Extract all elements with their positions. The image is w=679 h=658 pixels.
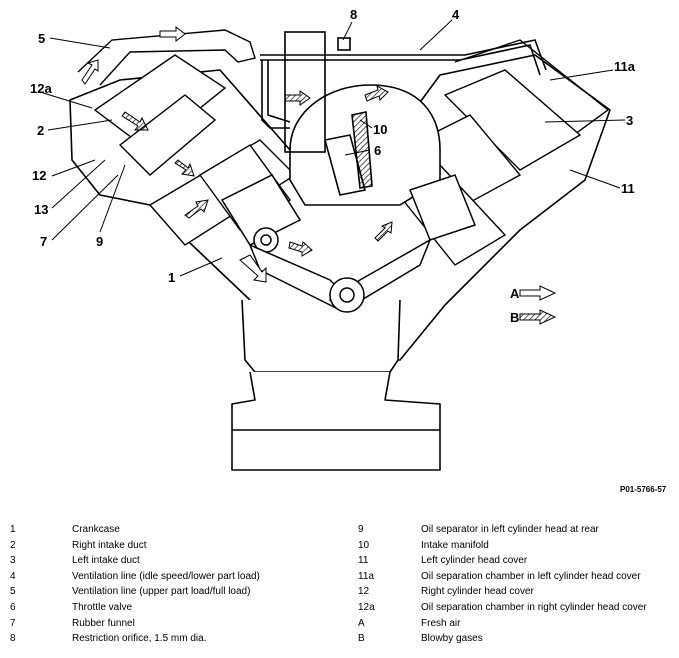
key-row: 2 Right intake duct 10 Intake manifold bbox=[0, 538, 679, 553]
blowby-gas-arrows bbox=[121, 85, 557, 325]
engine-ventilation-diagram: 8 4 5 11a 12a 3 2 10 6 12 11 13 7 9 1 A … bbox=[30, 7, 667, 494]
key-left-text: Throttle valve bbox=[72, 602, 133, 613]
key-right-number: 12 bbox=[358, 586, 370, 598]
key-row: 6 Throttle valve 12a Oil separation chamber… bbox=[0, 600, 679, 615]
key-left-number: 1 bbox=[10, 524, 16, 535]
key-left-number: 4 bbox=[10, 570, 16, 582]
key-row: 5 Ventilation line (upper part load/full … bbox=[0, 584, 679, 599]
key-right-text: Right cylinder head cover bbox=[421, 586, 534, 598]
intake-manifold bbox=[289, 84, 441, 206]
key-left-text: Ventilation line (idle speed/lower part … bbox=[72, 570, 260, 582]
callout-9: 9 bbox=[96, 234, 103, 249]
key-right-text: Oil separation chamber in left cylinder … bbox=[421, 570, 641, 582]
callout-8: 8 bbox=[350, 7, 357, 22]
key-left-text: Crankcase bbox=[72, 524, 120, 535]
key-right-number: 11a bbox=[358, 570, 374, 582]
key-left-number: 2 bbox=[10, 539, 16, 551]
callout-5: 5 bbox=[38, 31, 45, 46]
key-right-number: 10 bbox=[358, 539, 370, 551]
callout-13: 13 bbox=[34, 202, 48, 217]
flow-legend: A B bbox=[510, 286, 520, 325]
key-left-number: 6 bbox=[10, 602, 16, 613]
key-row: 4 Ventilation line (idle speed/lower part… bbox=[0, 569, 679, 584]
key-left-number: 3 bbox=[10, 555, 16, 567]
key-right-number: 11 bbox=[358, 555, 369, 567]
pistons bbox=[220, 174, 476, 313]
key-right-number: B bbox=[358, 633, 365, 645]
key-left-number: 8 bbox=[10, 633, 16, 645]
callout-3: 3 bbox=[626, 113, 633, 128]
ventilation-lines bbox=[260, 31, 547, 153]
callout-6: 6 bbox=[374, 143, 381, 158]
key-right-number: A bbox=[358, 617, 365, 629]
key-right-text: Intake manifold bbox=[421, 539, 489, 551]
callout-4: 4 bbox=[452, 7, 460, 22]
callout-2: 2 bbox=[37, 123, 44, 138]
callout-10: 10 bbox=[373, 122, 387, 137]
key-right-number: 9 bbox=[358, 524, 364, 535]
key-row: 7 Rubber funnel A Fresh air bbox=[0, 616, 679, 631]
key-right-text: Blowby gases bbox=[421, 633, 483, 645]
legend-a-label: A bbox=[510, 286, 520, 301]
legend-b-label: B bbox=[510, 310, 519, 325]
key-right-text: Left cylinder head cover bbox=[421, 555, 528, 567]
callout-12a: 12a bbox=[30, 81, 52, 96]
callout-12: 12 bbox=[32, 168, 46, 183]
key-right-text: Oil separation chamber in right cylinder… bbox=[421, 602, 647, 613]
key-row: 1 Crankcase 9 Oil separator in left cylinde… bbox=[0, 522, 679, 537]
key-row: 3 Left intake duct 11 Left cylinder head co… bbox=[0, 553, 679, 568]
key-left-text: Ventilation line (upper part load/full l… bbox=[72, 586, 251, 598]
callout-1: 1 bbox=[168, 270, 175, 285]
leader-lines bbox=[39, 19, 626, 277]
key-left-text: Rubber funnel bbox=[72, 617, 135, 629]
key-left-text: Right intake duct bbox=[72, 539, 147, 551]
callout-11a: 11a bbox=[614, 59, 636, 74]
right-bank-head bbox=[77, 29, 297, 246]
fresh-air-arrows bbox=[81, 25, 557, 301]
key-left-number: 5 bbox=[10, 586, 16, 598]
figure-reference: P01-5766-57 bbox=[620, 485, 667, 494]
key-left-number: 7 bbox=[10, 617, 16, 629]
key-right-text: Fresh air bbox=[421, 617, 461, 629]
callout-labels: 8 4 5 11a 12a 3 2 10 6 12 11 13 7 9 1 bbox=[30, 7, 636, 285]
key-left-text: Restriction orifice, 1.5 mm dia. bbox=[72, 633, 207, 645]
callout-11: 11 bbox=[621, 181, 635, 196]
key-right-text: Oil separator in left cylinder head at r… bbox=[421, 524, 599, 535]
key-right-number: 12a bbox=[358, 602, 375, 613]
key-left-text: Left intake duct bbox=[72, 555, 140, 567]
callout-7: 7 bbox=[40, 234, 47, 249]
key-row: 8 Restriction orifice, 1.5 mm dia. B Blowby… bbox=[0, 631, 679, 646]
